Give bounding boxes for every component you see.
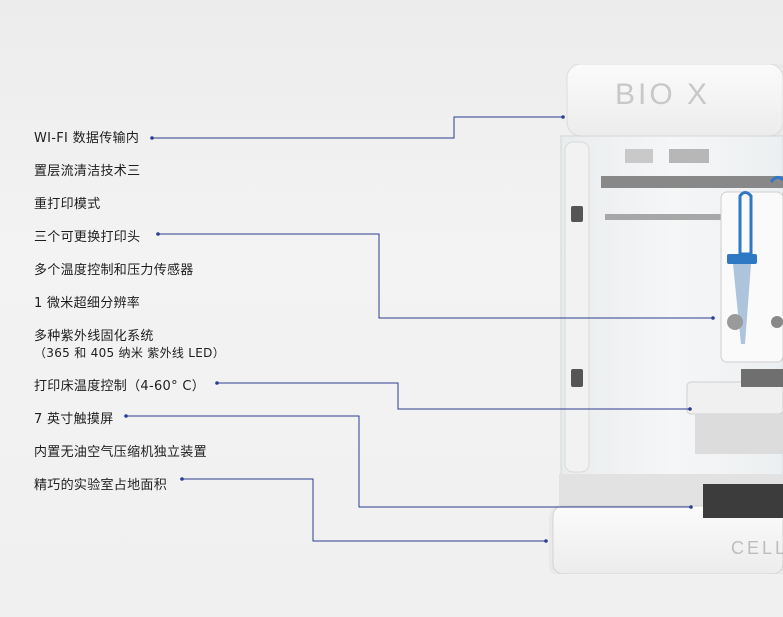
feature-footprint: 精巧的实验室占地面积: [34, 478, 168, 493]
feature-wifi: WI-FI 数据传输内: [34, 131, 140, 146]
feature-bed-temperature: 打印床温度控制（4-60° C）: [34, 379, 206, 394]
feature-resolution: 1 微米超细分辨率: [34, 296, 141, 311]
feature-air-compressor: 内置无油空气压缩机独立装置: [34, 445, 207, 460]
feature-uv-curing-detail: （365 和 405 纳米 紫外线 LED）: [34, 346, 225, 360]
feature-uv-curing: 多种紫外线固化系统 （365 和 405 纳米 紫外线 LED）: [34, 329, 225, 361]
touchscreen: [703, 484, 783, 518]
feature-sensors: 多个温度控制和压力传感器: [34, 263, 194, 278]
printer-logo-bottom: CELL: [731, 538, 783, 558]
feature-uv-curing-title: 多种紫外线固化系统: [34, 329, 154, 344]
feature-reprint-mode: 重打印模式: [34, 197, 101, 212]
feature-laminar-flow: 置层流清洁技术三: [34, 164, 141, 179]
feature-touchscreen: 7 英寸触摸屏: [34, 412, 114, 427]
feature-printheads: 三个可更换打印头: [34, 230, 141, 245]
printer-logo-top: BIO X: [615, 78, 710, 111]
bioprinter-image: BIO X CELL: [549, 64, 783, 574]
